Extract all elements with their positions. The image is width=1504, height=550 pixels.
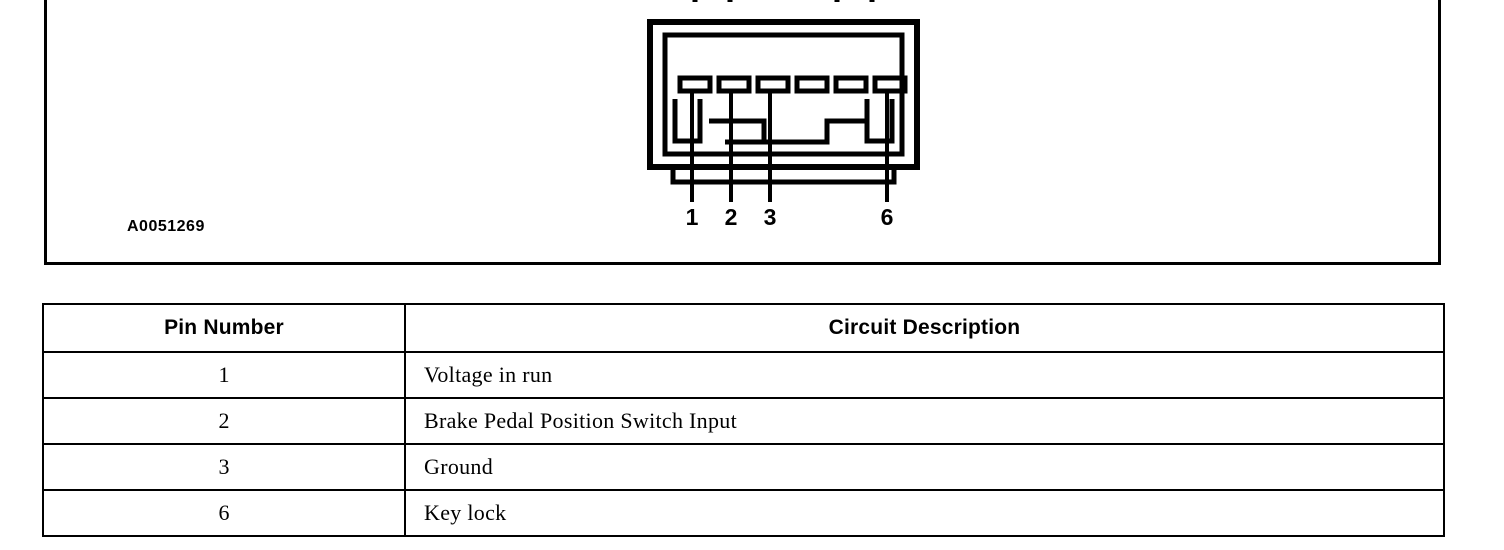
table-row: 3 Ground <box>42 443 1445 491</box>
cell-pin-number: 2 <box>42 397 406 445</box>
connector-svg: 1 2 3 6 <box>647 0 920 230</box>
cavity-6 <box>872 75 908 94</box>
column-header-pin-number: Pin Number <box>42 303 406 353</box>
pin-label-6: 6 <box>881 204 894 230</box>
cell-circuit-description: Ground <box>404 443 1445 491</box>
table-header-row: Pin Number Circuit Description <box>42 303 1445 353</box>
figure-id-label: A0051269 <box>127 218 205 235</box>
cavity-2 <box>716 75 752 94</box>
connector-inner-wall <box>662 32 905 157</box>
cavity-3 <box>755 75 791 94</box>
cavity-1 <box>677 75 713 94</box>
internal-step-right <box>764 118 867 145</box>
cavity-5 <box>833 75 869 94</box>
table-row: 6 Key lock <box>42 489 1445 537</box>
table-row: 1 Voltage in run <box>42 351 1445 399</box>
internal-keyway-left <box>672 99 703 144</box>
cell-pin-number: 6 <box>42 489 406 537</box>
cavity-4 <box>794 75 830 94</box>
connector-top-tab-left <box>692 0 733 2</box>
table-body: 1 Voltage in run 2 Brake Pedal Position … <box>42 351 1445 537</box>
connector-diagram: 1 2 3 6 <box>637 0 947 240</box>
pinout-table: Pin Number Circuit Description 1 Voltage… <box>42 303 1445 537</box>
cell-circuit-description: Key lock <box>404 489 1445 537</box>
pin-label-2: 2 <box>725 204 738 230</box>
cell-circuit-description: Brake Pedal Position Switch Input <box>404 397 1445 445</box>
cell-pin-number: 3 <box>42 443 406 491</box>
connector-top-tab-right <box>834 0 875 2</box>
pin-label-1: 1 <box>686 204 699 230</box>
cell-circuit-description: Voltage in run <box>404 351 1445 399</box>
table-row: 2 Brake Pedal Position Switch Input <box>42 397 1445 445</box>
illustration-frame: 1 2 3 6 A0051269 <box>44 0 1441 265</box>
cell-pin-number: 1 <box>42 351 406 399</box>
internal-step-left <box>709 118 767 145</box>
table-header: Pin Number Circuit Description <box>42 303 1445 353</box>
pin-label-3: 3 <box>764 204 777 230</box>
column-header-circuit-description: Circuit Description <box>404 303 1445 353</box>
